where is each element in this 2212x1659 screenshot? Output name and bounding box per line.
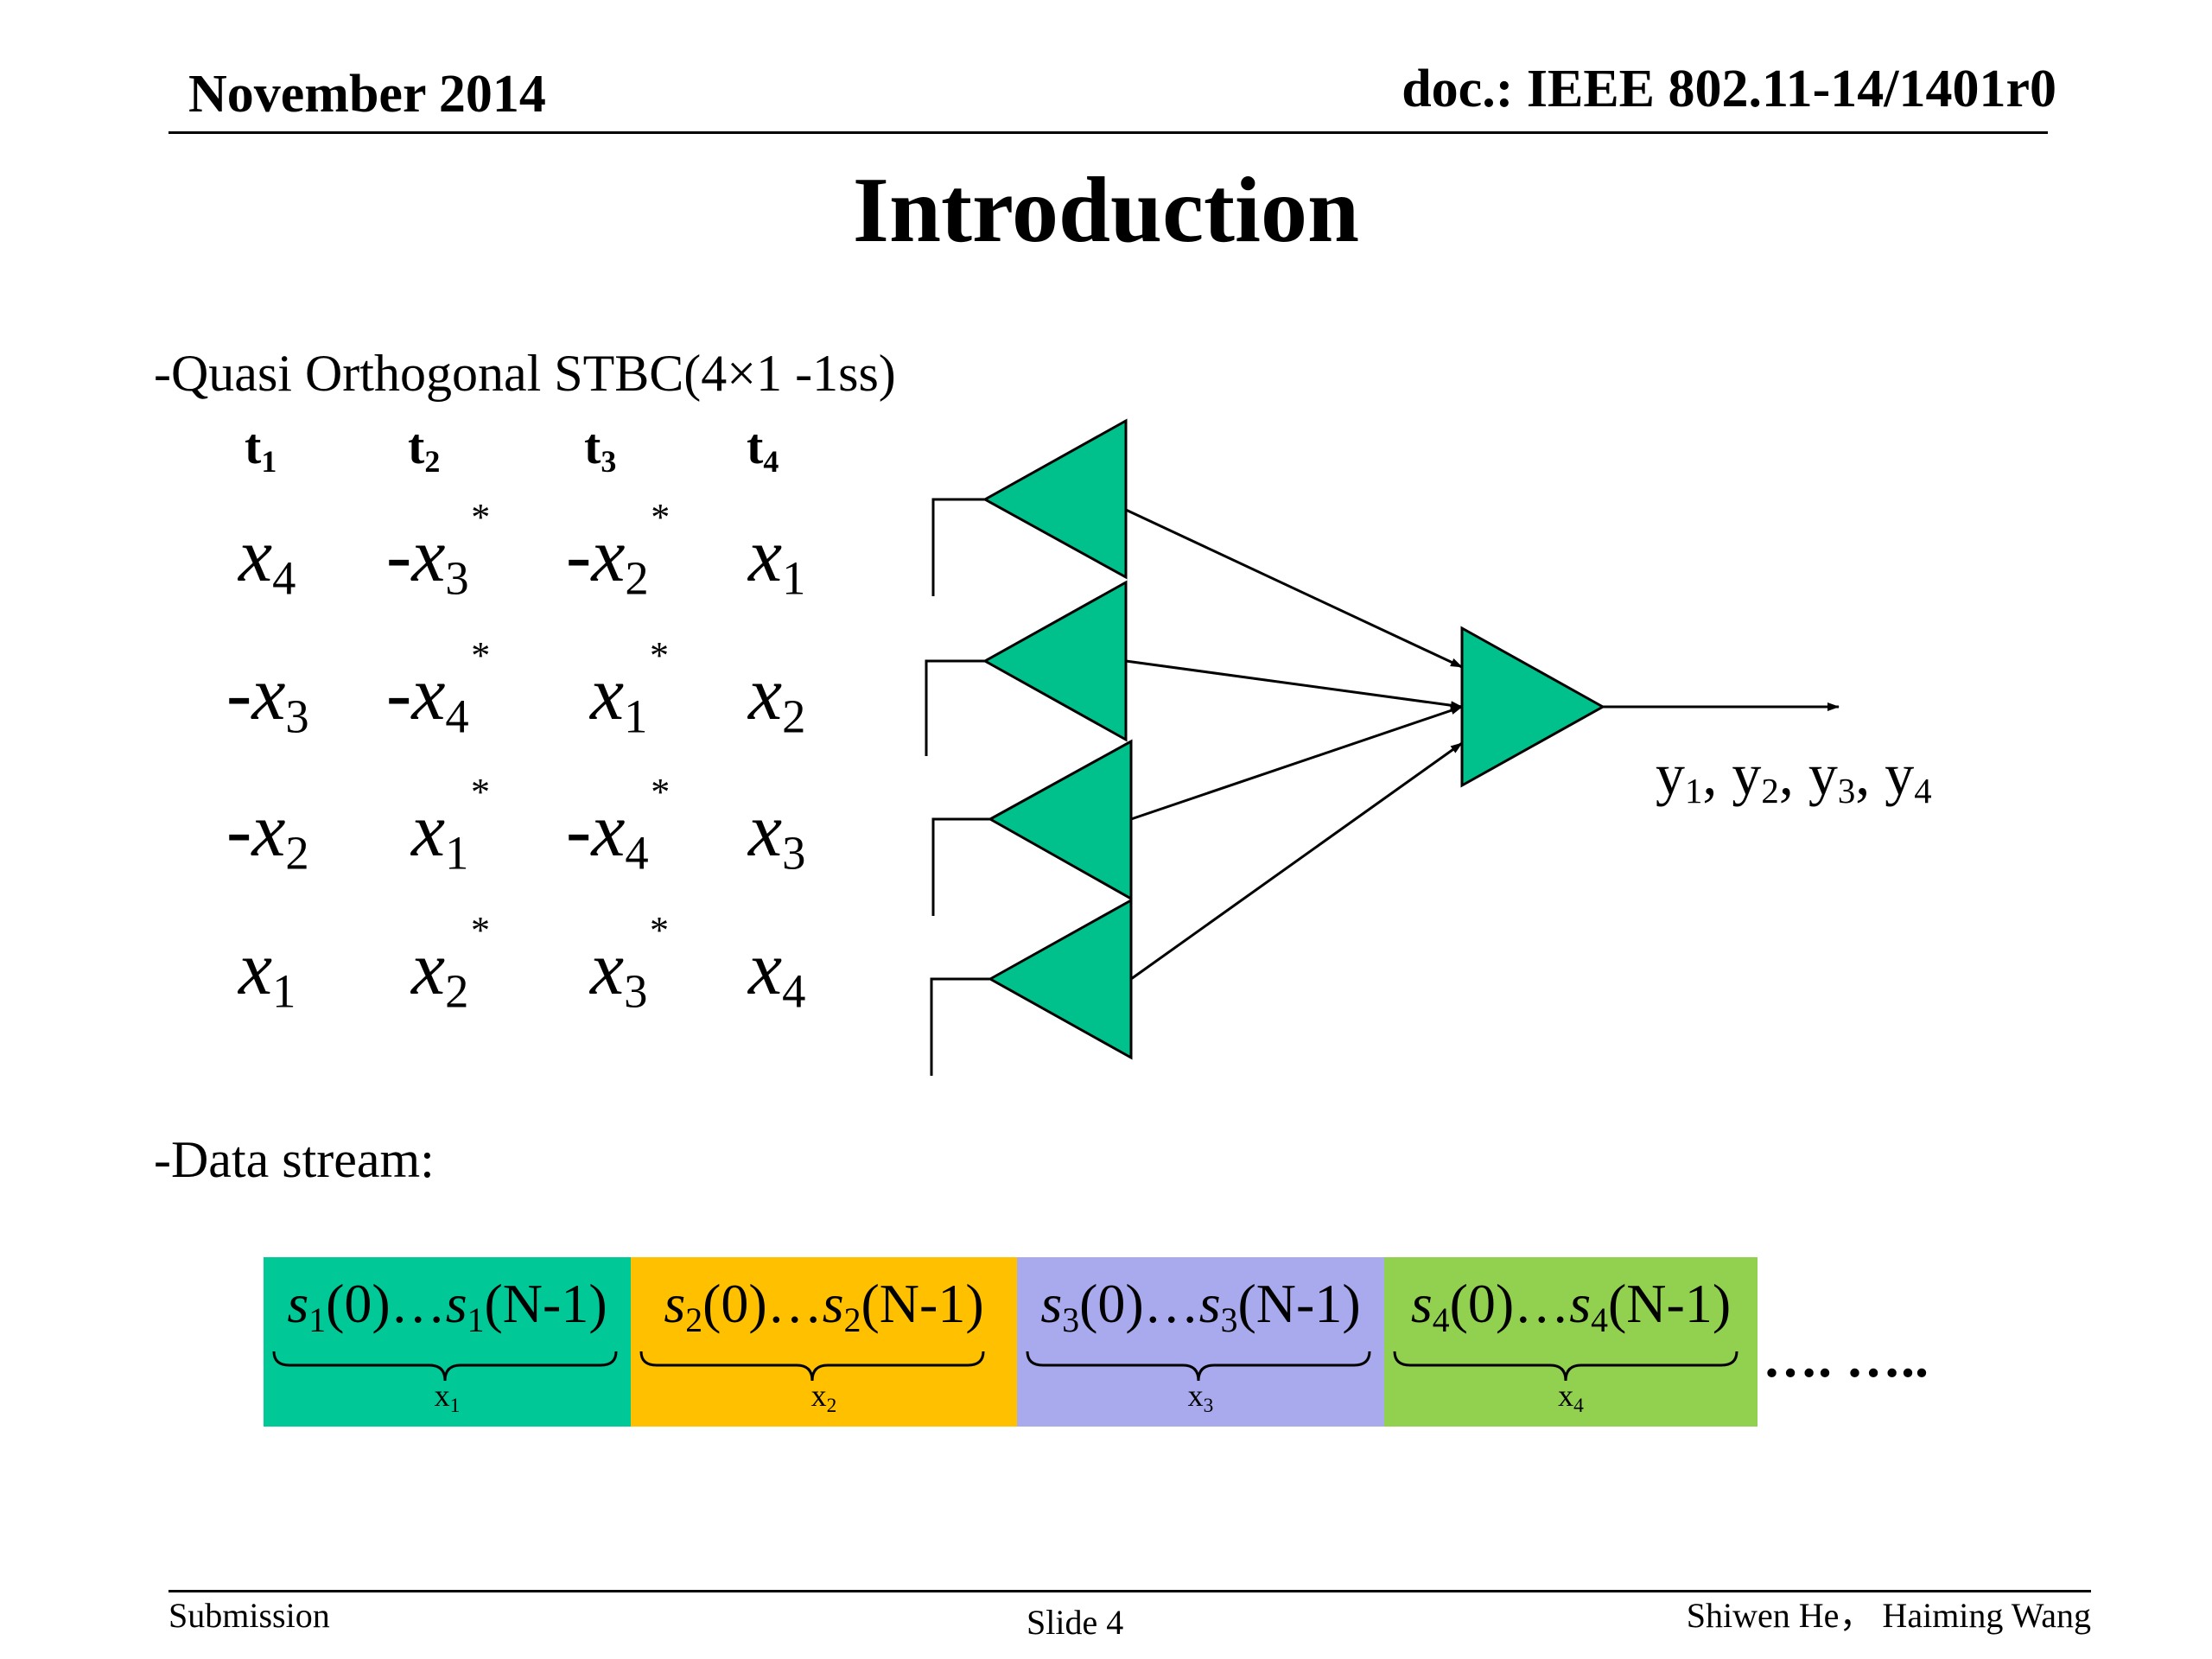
footer-authors: Shiwen He， Haiming Wang <box>1686 1596 2091 1635</box>
stream-block-1: s1(0)…s1(N-1) x1 <box>264 1257 631 1427</box>
matrix-cell-r4c4: x4 <box>748 927 806 1018</box>
tx-antenna-2 <box>925 580 1128 756</box>
time-slot-t1: t1 <box>245 418 277 480</box>
signal-path-4 <box>1130 741 1463 981</box>
stream-ellipsis: …. ….. <box>1763 1327 1929 1389</box>
matrix-cell-r2c4: x2 <box>748 652 806 743</box>
stream-block-2: s2(0)…s2(N-1) x2 <box>631 1257 1017 1427</box>
stream-block-3-brace <box>1026 1348 1371 1382</box>
footer-slide-number: Slide 4 <box>1027 1603 1124 1642</box>
tx-antenna-1 <box>931 418 1128 596</box>
rx-antenna <box>1460 626 1606 788</box>
matrix-cell-r3c3: -x4* <box>566 770 671 880</box>
stbc-heading: -Quasi Orthogonal STBC(4×1 -1ss) <box>154 345 896 402</box>
matrix-cell-r1c4: x1 <box>748 514 806 605</box>
signal-path-3 <box>1130 705 1463 821</box>
time-slot-t4: t4 <box>747 418 779 480</box>
stream-block-2-symbols: s2(0)…s2(N-1) <box>664 1273 984 1340</box>
stream-block-1-symbols: s1(0)…s1(N-1) <box>287 1273 607 1340</box>
footer-rule <box>168 1590 2091 1592</box>
matrix-cell-r3c1: -x2 <box>226 789 309 880</box>
header-date: November 2014 <box>188 65 546 124</box>
stream-block-4-brace <box>1393 1348 1738 1382</box>
stream-block-4: s4(0)…s4(N-1) x4 <box>1384 1257 1758 1427</box>
header-rule <box>168 131 2048 134</box>
matrix-cell-r4c1: x1 <box>238 927 296 1018</box>
header-doc-id: doc.: IEEE 802.11-14/1401r0 <box>1402 60 2056 118</box>
matrix-cell-r1c2: -x3* <box>386 495 491 605</box>
matrix-cell-r4c3: x3* <box>590 908 669 1018</box>
matrix-cell-r1c3: -x2* <box>566 495 671 605</box>
matrix-cell-r1c1: x4 <box>238 514 296 605</box>
stream-block-1-label: x1 <box>434 1378 461 1418</box>
signal-path-1 <box>1125 508 1463 669</box>
tx-antenna-4 <box>930 898 1133 1076</box>
matrix-cell-r3c2: x1* <box>411 770 490 880</box>
time-slot-t2: t2 <box>408 418 441 480</box>
tx-antenna-3 <box>931 739 1133 916</box>
data-stream-heading: -Data stream: <box>154 1131 435 1188</box>
stream-block-3-symbols: s3(0)…s3(N-1) <box>1040 1273 1361 1340</box>
matrix-cell-r3c4: x3 <box>748 789 806 880</box>
stream-block-3-label: x3 <box>1187 1378 1214 1418</box>
stream-block-2-label: x2 <box>810 1378 837 1418</box>
stream-block-4-symbols: s4(0)…s4(N-1) <box>1410 1273 1732 1340</box>
stream-block-2-brace <box>639 1348 985 1382</box>
matrix-cell-r4c2: x2* <box>411 908 490 1018</box>
footer-submission: Submission <box>168 1596 330 1635</box>
signal-path-2 <box>1125 659 1463 710</box>
matrix-cell-r2c2: -x4* <box>386 633 491 743</box>
page-title: Introduction <box>852 159 1360 262</box>
time-slot-t3: t3 <box>584 418 617 480</box>
receiver-output-label: y1, y2, y3, y4 <box>1656 741 1932 811</box>
matrix-cell-r2c3: x1* <box>590 633 669 743</box>
stream-block-3: s3(0)…s3(N-1) x3 <box>1017 1257 1384 1427</box>
stream-block-1-brace <box>272 1348 618 1382</box>
matrix-cell-r2c1: -x3 <box>226 652 309 743</box>
stream-block-4-label: x4 <box>1558 1378 1584 1418</box>
